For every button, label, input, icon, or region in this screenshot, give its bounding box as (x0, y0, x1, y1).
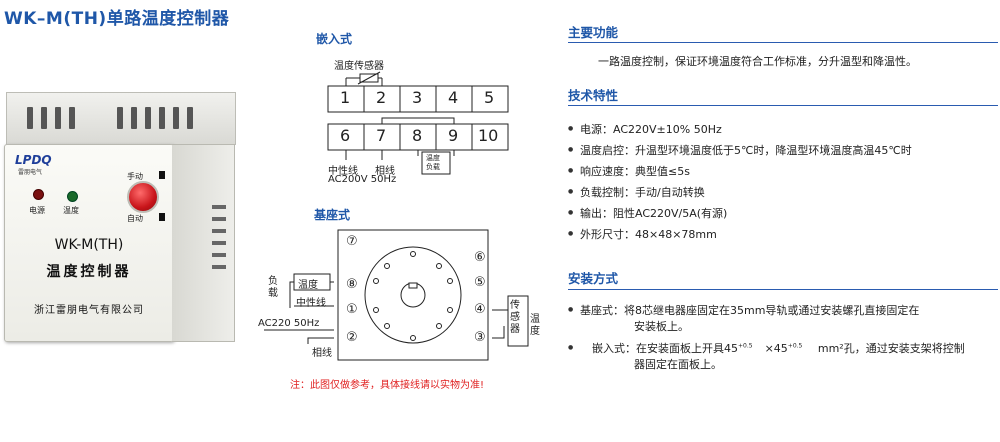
spec-item: 温度启控：升温型环境温度低于5℃时，降温型环境温度高温45℃时 (568, 142, 912, 158)
pin-6: ⑥ (474, 250, 486, 265)
temp-led-label: 温度 (63, 206, 79, 215)
spec-item: 响应速度：典型值≤5s (568, 163, 690, 179)
manual-auto-button[interactable] (127, 181, 159, 213)
embedded-phase-label: 相线 (375, 166, 395, 177)
base-temp-box: 温度 (298, 280, 318, 291)
install-item-embedded: 嵌入式：在安装面板上开具45+0.5×45+0.5 mm²孔，通过安装支架将控制 (568, 340, 965, 356)
install-divider (568, 289, 998, 290)
device-manufacturer: 浙江雷朋电气有限公司 (34, 305, 144, 316)
functions-divider (568, 42, 998, 43)
temp-led (67, 191, 78, 202)
specs-heading: 技术特性 (568, 88, 619, 103)
embedded-heading: 嵌入式 (316, 32, 353, 46)
sensor-label: 温度传感器 (334, 61, 384, 72)
functions-text: 一路温度控制，保证环境温度符合工作标准，分升温型和降温性。 (598, 55, 917, 68)
power-led (33, 189, 44, 200)
base-phase-label: 相线 (312, 348, 332, 359)
pin-5: ⑤ (474, 275, 486, 290)
pin-3: ③ (474, 330, 486, 345)
auto-label: 自动 (127, 214, 143, 223)
device-side (172, 144, 235, 342)
embedded-temp-load-2: 负载 (426, 163, 440, 171)
base-heading: 基座式 (314, 208, 351, 222)
install-item-base: 基座式：将8芯继电器座固定在35mm导轨或通过安装螺孔直接固定在 (568, 302, 919, 318)
base-load-label: 负载 (268, 276, 278, 299)
terminal-7: 7 (376, 126, 387, 145)
terminal-10: 10 (478, 126, 499, 145)
device-face: LPDQ 雷朋电气 电源 温度 手动 自动 WK-M(TH) 温度控制器 浙江雷… (4, 144, 174, 342)
wiring-note: 注：此图仅做参考，具体接线请以实物为准! (290, 380, 485, 391)
install-item-base-cont: 安装板上。 (634, 320, 689, 333)
brand-subtitle: 雷朋电气 (18, 169, 43, 176)
pin-1: ① (346, 302, 358, 317)
device-name: 温度控制器 (46, 264, 132, 280)
terminal-6: 6 (340, 126, 351, 145)
terminal-9: 9 (448, 126, 459, 145)
terminal-3: 3 (412, 88, 423, 107)
specs-divider (568, 105, 998, 106)
auto-symbol-icon (159, 213, 165, 221)
manual-label: 手动 (127, 172, 143, 181)
pin-7: ⑦ (346, 234, 358, 249)
terminal-2: 2 (376, 88, 387, 107)
terminal-8: 8 (412, 126, 423, 145)
power-led-label: 电源 (29, 206, 45, 215)
embedded-power-label: AC200V 50Hz (328, 174, 397, 185)
brand-logo: LPDQ (15, 153, 52, 167)
device-top (6, 92, 236, 145)
device-model: WK-M(TH) (54, 237, 124, 253)
base-wiring-diagram (264, 229, 529, 361)
embedded-neutral-label: 中性线 (328, 166, 358, 177)
base-sensor-box: 传感器 (510, 300, 520, 335)
base-neutral-label: 中性线 (296, 298, 326, 309)
spec-item: 外形尺寸：48×48×78mm (568, 226, 717, 242)
pin-2: ② (346, 330, 358, 345)
spec-item: 电源：AC220V±10% 50Hz (568, 121, 722, 137)
pin-4: ④ (474, 302, 486, 317)
terminal-5: 5 (484, 88, 495, 107)
manual-symbol-icon (159, 171, 165, 179)
pin-8: ⑧ (346, 277, 358, 292)
embedded-temp-load-1: 温度 (426, 154, 440, 162)
base-power-label: AC220 50Hz (258, 318, 320, 329)
base-temp-label: 温度 (530, 314, 540, 337)
functions-heading: 主要功能 (568, 25, 619, 40)
embedded-wiring-diagram (327, 71, 509, 175)
spec-item: 输出：阻性AC220V/5A(有源) (568, 205, 727, 221)
install-heading: 安装方式 (568, 271, 619, 286)
install-item-embedded-cont: 器固定在面板上。 (634, 358, 722, 371)
page-title: WK–M(TH)单路温度控制器 (4, 9, 230, 29)
terminal-4: 4 (448, 88, 459, 107)
spec-item: 负载控制：手动/自动转换 (568, 184, 705, 200)
terminal-1: 1 (340, 88, 351, 107)
